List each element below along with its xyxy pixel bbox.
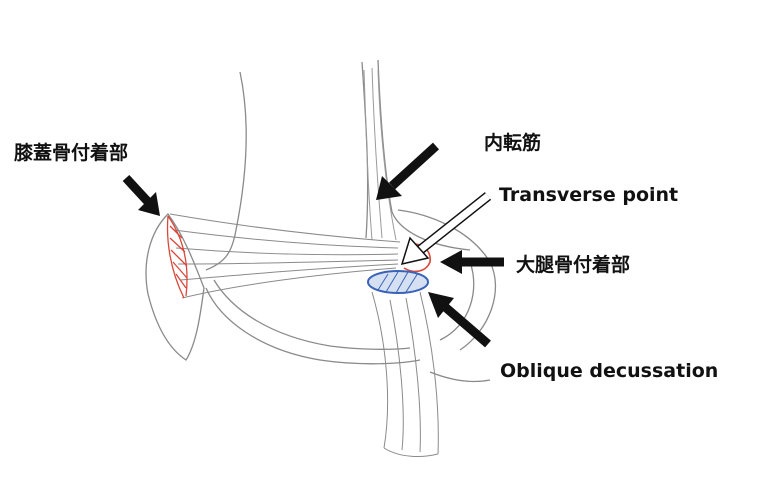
- arrow-femur-attachment: [440, 250, 504, 274]
- oblique-band: [371, 291, 439, 457]
- label-femur-attachment: 大腿骨付着部: [516, 254, 631, 276]
- arrow-oblique-decussation: [428, 292, 491, 348]
- arrow-transverse-point: [400, 192, 492, 266]
- label-patella-attachment: 膝蓋骨付着部: [14, 142, 129, 164]
- label-adductor-muscle: 内転筋: [484, 132, 542, 154]
- label-transverse-point: Transverse point: [499, 184, 679, 206]
- femur-attachment-mark: [403, 243, 431, 273]
- oblique-decussation-mark: [367, 270, 429, 294]
- patella: [145, 213, 205, 361]
- mpfl-band: [169, 213, 401, 299]
- arrow-patella-attachment: [122, 174, 160, 216]
- label-oblique-decussation: Oblique decussation: [500, 360, 719, 382]
- femur-outline: [205, 59, 497, 383]
- arrow-adductor: [376, 142, 440, 200]
- adductor-tendon: [363, 67, 397, 241]
- patella-attachment-mark: [166, 215, 188, 299]
